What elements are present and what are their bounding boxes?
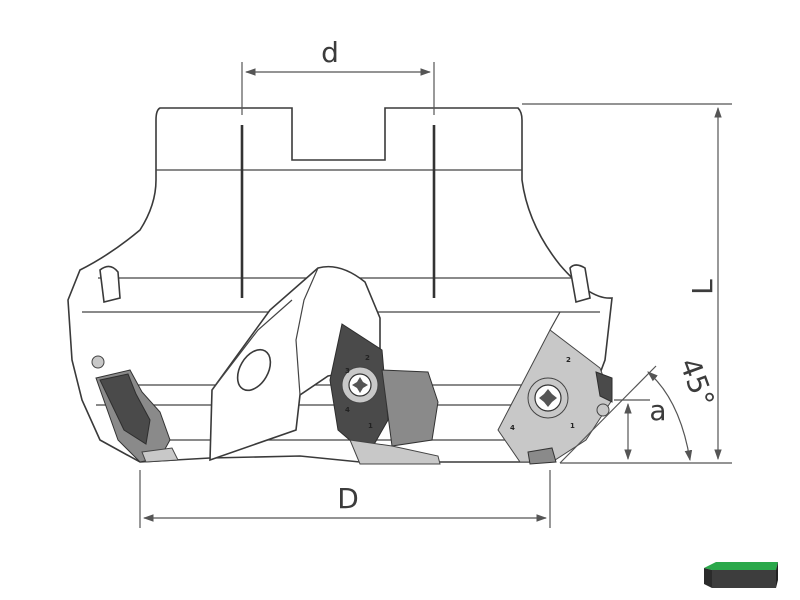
right-insert-number-4: 4 [510, 424, 515, 432]
dimension-L: L [522, 103, 732, 464]
dimension-D: D [139, 470, 551, 528]
insert-number-4: 4 [345, 406, 350, 414]
label-a: a [649, 394, 666, 427]
right-insert: 2 1 4 [497, 264, 613, 465]
bore-centerlines [240, 125, 436, 298]
label-D: D [337, 482, 359, 515]
center-insert: 2 3 4 1 [329, 323, 441, 465]
label-45-degrees: 45° [673, 354, 721, 412]
label-d: d [321, 36, 339, 69]
insert-number-2: 2 [365, 354, 370, 362]
right-insert-number-1: 1 [570, 422, 575, 430]
insert-number-3: 3 [345, 367, 350, 375]
dimension-d: d [241, 36, 435, 115]
label-L: L [686, 279, 719, 295]
right-insert-number-2: 2 [566, 356, 571, 364]
insert-grade-badge-icon [704, 562, 778, 588]
left-insert-pocket [91, 265, 179, 463]
insert-number-1: 1 [368, 422, 373, 430]
